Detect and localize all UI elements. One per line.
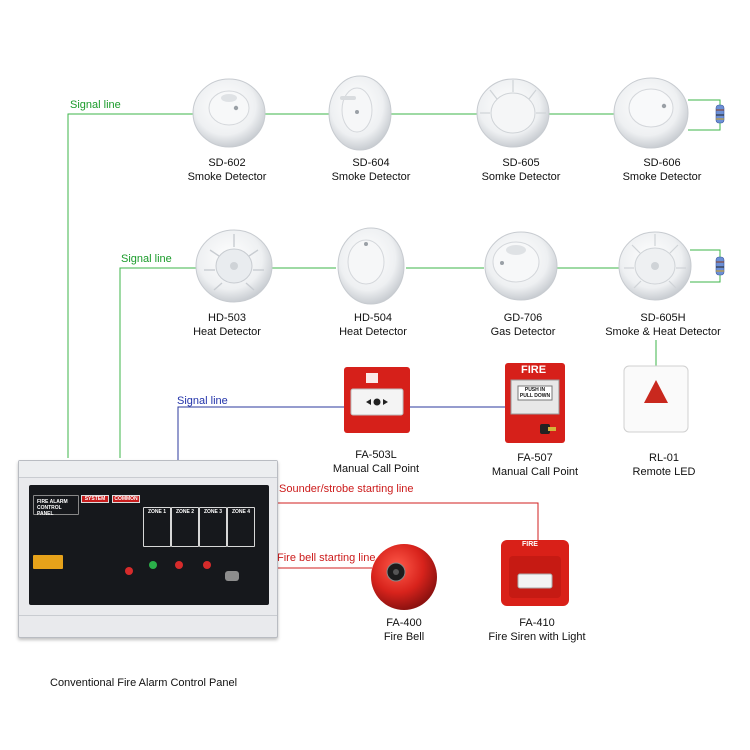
end-of-line-resistor-1 xyxy=(715,104,725,124)
manual-call-point-fa503l xyxy=(344,367,410,433)
device-description: Heat Detector xyxy=(193,326,261,338)
alarm-button[interactable] xyxy=(175,561,183,569)
device-label: FA-400 Fire Bell xyxy=(384,616,424,644)
detector-label: GD-706 Gas Detector xyxy=(491,311,556,339)
zone-label: ZONE 1 xyxy=(147,509,167,515)
detector-label: SD-602 Smoke Detector xyxy=(188,156,267,184)
device-description: Manual Call Point xyxy=(491,466,579,478)
detector-label: HD-504 Heat Detector xyxy=(339,311,407,339)
signal-line-call-points xyxy=(177,406,505,460)
reset-button[interactable] xyxy=(149,561,157,569)
signal-line-label-2: Signal line xyxy=(121,253,172,265)
device-description: Smoke Detector xyxy=(331,171,411,183)
signal-line-row2 xyxy=(119,249,721,458)
device-label: RL-01 Remote LED xyxy=(633,451,696,479)
model-number: FA-410 xyxy=(519,617,555,629)
device-label: FA-503L Manual Call Point xyxy=(333,448,419,476)
end-of-line-resistor-2 xyxy=(715,256,725,276)
zone-label: ZONE 4 xyxy=(231,509,251,515)
panel-caption: Conventional Fire Alarm Control Panel xyxy=(50,677,238,689)
brand-plate: FIRE ALARM CONTROL PANEL xyxy=(33,495,79,517)
warning-label xyxy=(33,555,63,569)
panel-lid xyxy=(19,461,277,478)
detector-label: SD-606 Smoke Detector xyxy=(623,156,702,184)
system-tag: SYSTEM xyxy=(81,495,109,503)
device-description: Smoke Detector xyxy=(622,171,702,183)
detector-sd605h xyxy=(618,231,692,301)
silence-button[interactable] xyxy=(125,567,133,575)
device-description: Gas Detector xyxy=(490,326,556,338)
signal-line-label-3: Signal line xyxy=(177,395,228,407)
zone-label: ZONE 3 xyxy=(203,509,223,515)
fire-bell-line-label: Fire bell starting line xyxy=(277,552,376,564)
model-number: SD-605 xyxy=(502,157,540,169)
zone-label: ZONE 2 xyxy=(175,509,195,515)
manual-call-point-fa507 xyxy=(505,363,565,443)
model-number: FA-400 xyxy=(386,617,422,629)
detector-sd605 xyxy=(476,78,550,148)
detector-hd504 xyxy=(337,227,405,305)
model-number: SD-606 xyxy=(643,157,681,169)
device-description: Somke Detector xyxy=(481,171,561,183)
device-label: FA-507 Manual Call Point xyxy=(492,451,578,479)
device-description: Fire Bell xyxy=(383,631,425,643)
model-number: GD-706 xyxy=(503,312,543,324)
sounder-strobe-line xyxy=(276,502,539,540)
device-description: Remote LED xyxy=(632,466,696,478)
detector-sd604 xyxy=(328,75,392,151)
detector-hd503 xyxy=(195,229,273,303)
device-description: Manual Call Point xyxy=(332,463,420,475)
model-number: SD-605H xyxy=(640,312,686,324)
model-number: SD-602 xyxy=(208,157,246,169)
common-tag: COMMON xyxy=(112,495,140,503)
fire-bell-fa400 xyxy=(371,544,437,610)
model-number: SD-604 xyxy=(352,157,390,169)
key-switch[interactable] xyxy=(225,571,239,581)
signal-line-label-1: Signal line xyxy=(70,99,121,111)
model-number: FA-507 xyxy=(517,452,553,464)
device-label: FA-410 Fire Siren with Light xyxy=(488,616,585,644)
zone-panel-1: ZONE 1 xyxy=(143,507,171,547)
sounder-line-label: Sounder/strobe starting line xyxy=(279,483,414,495)
detector-sd602 xyxy=(192,78,266,148)
device-description: Smoke & Heat Detector xyxy=(605,326,721,338)
model-number: FA-503L xyxy=(355,449,397,461)
detector-gd706 xyxy=(484,231,558,301)
detector-sd606 xyxy=(613,77,689,149)
device-description: Fire Siren with Light xyxy=(488,631,586,643)
device-description: Smoke Detector xyxy=(187,171,267,183)
model-number: HD-504 xyxy=(354,312,392,324)
remote-led-rl01 xyxy=(623,365,689,433)
detector-label: SD-605H Smoke & Heat Detector xyxy=(605,311,721,339)
zone-panel-3: ZONE 3 xyxy=(199,507,227,547)
detector-label: HD-503 Heat Detector xyxy=(193,311,261,339)
fire-siren-fa410 xyxy=(501,540,569,606)
panel-bottom xyxy=(19,615,277,638)
zone-panel-2: ZONE 2 xyxy=(171,507,199,547)
fire-sign-text: FIRE xyxy=(521,364,547,376)
model-number: HD-503 xyxy=(208,312,246,324)
detector-label: SD-604 Smoke Detector xyxy=(332,156,411,184)
pull-plate-text: PUSH IN PULL DOWN xyxy=(519,387,551,399)
device-description: Heat Detector xyxy=(339,326,407,338)
test-button[interactable] xyxy=(203,561,211,569)
detector-label: SD-605 Somke Detector xyxy=(482,156,561,184)
model-number: RL-01 xyxy=(649,452,679,464)
fire-alarm-control-panel: FIRE ALARM CONTROL PANEL SYSTEM COMMON Z… xyxy=(18,460,278,638)
siren-fire-text: FIRE xyxy=(522,541,538,548)
zone-panel-4: ZONE 4 xyxy=(227,507,255,547)
panel-face: FIRE ALARM CONTROL PANEL SYSTEM COMMON Z… xyxy=(29,485,269,605)
brand-text: FIRE ALARM CONTROL PANEL xyxy=(37,499,68,517)
